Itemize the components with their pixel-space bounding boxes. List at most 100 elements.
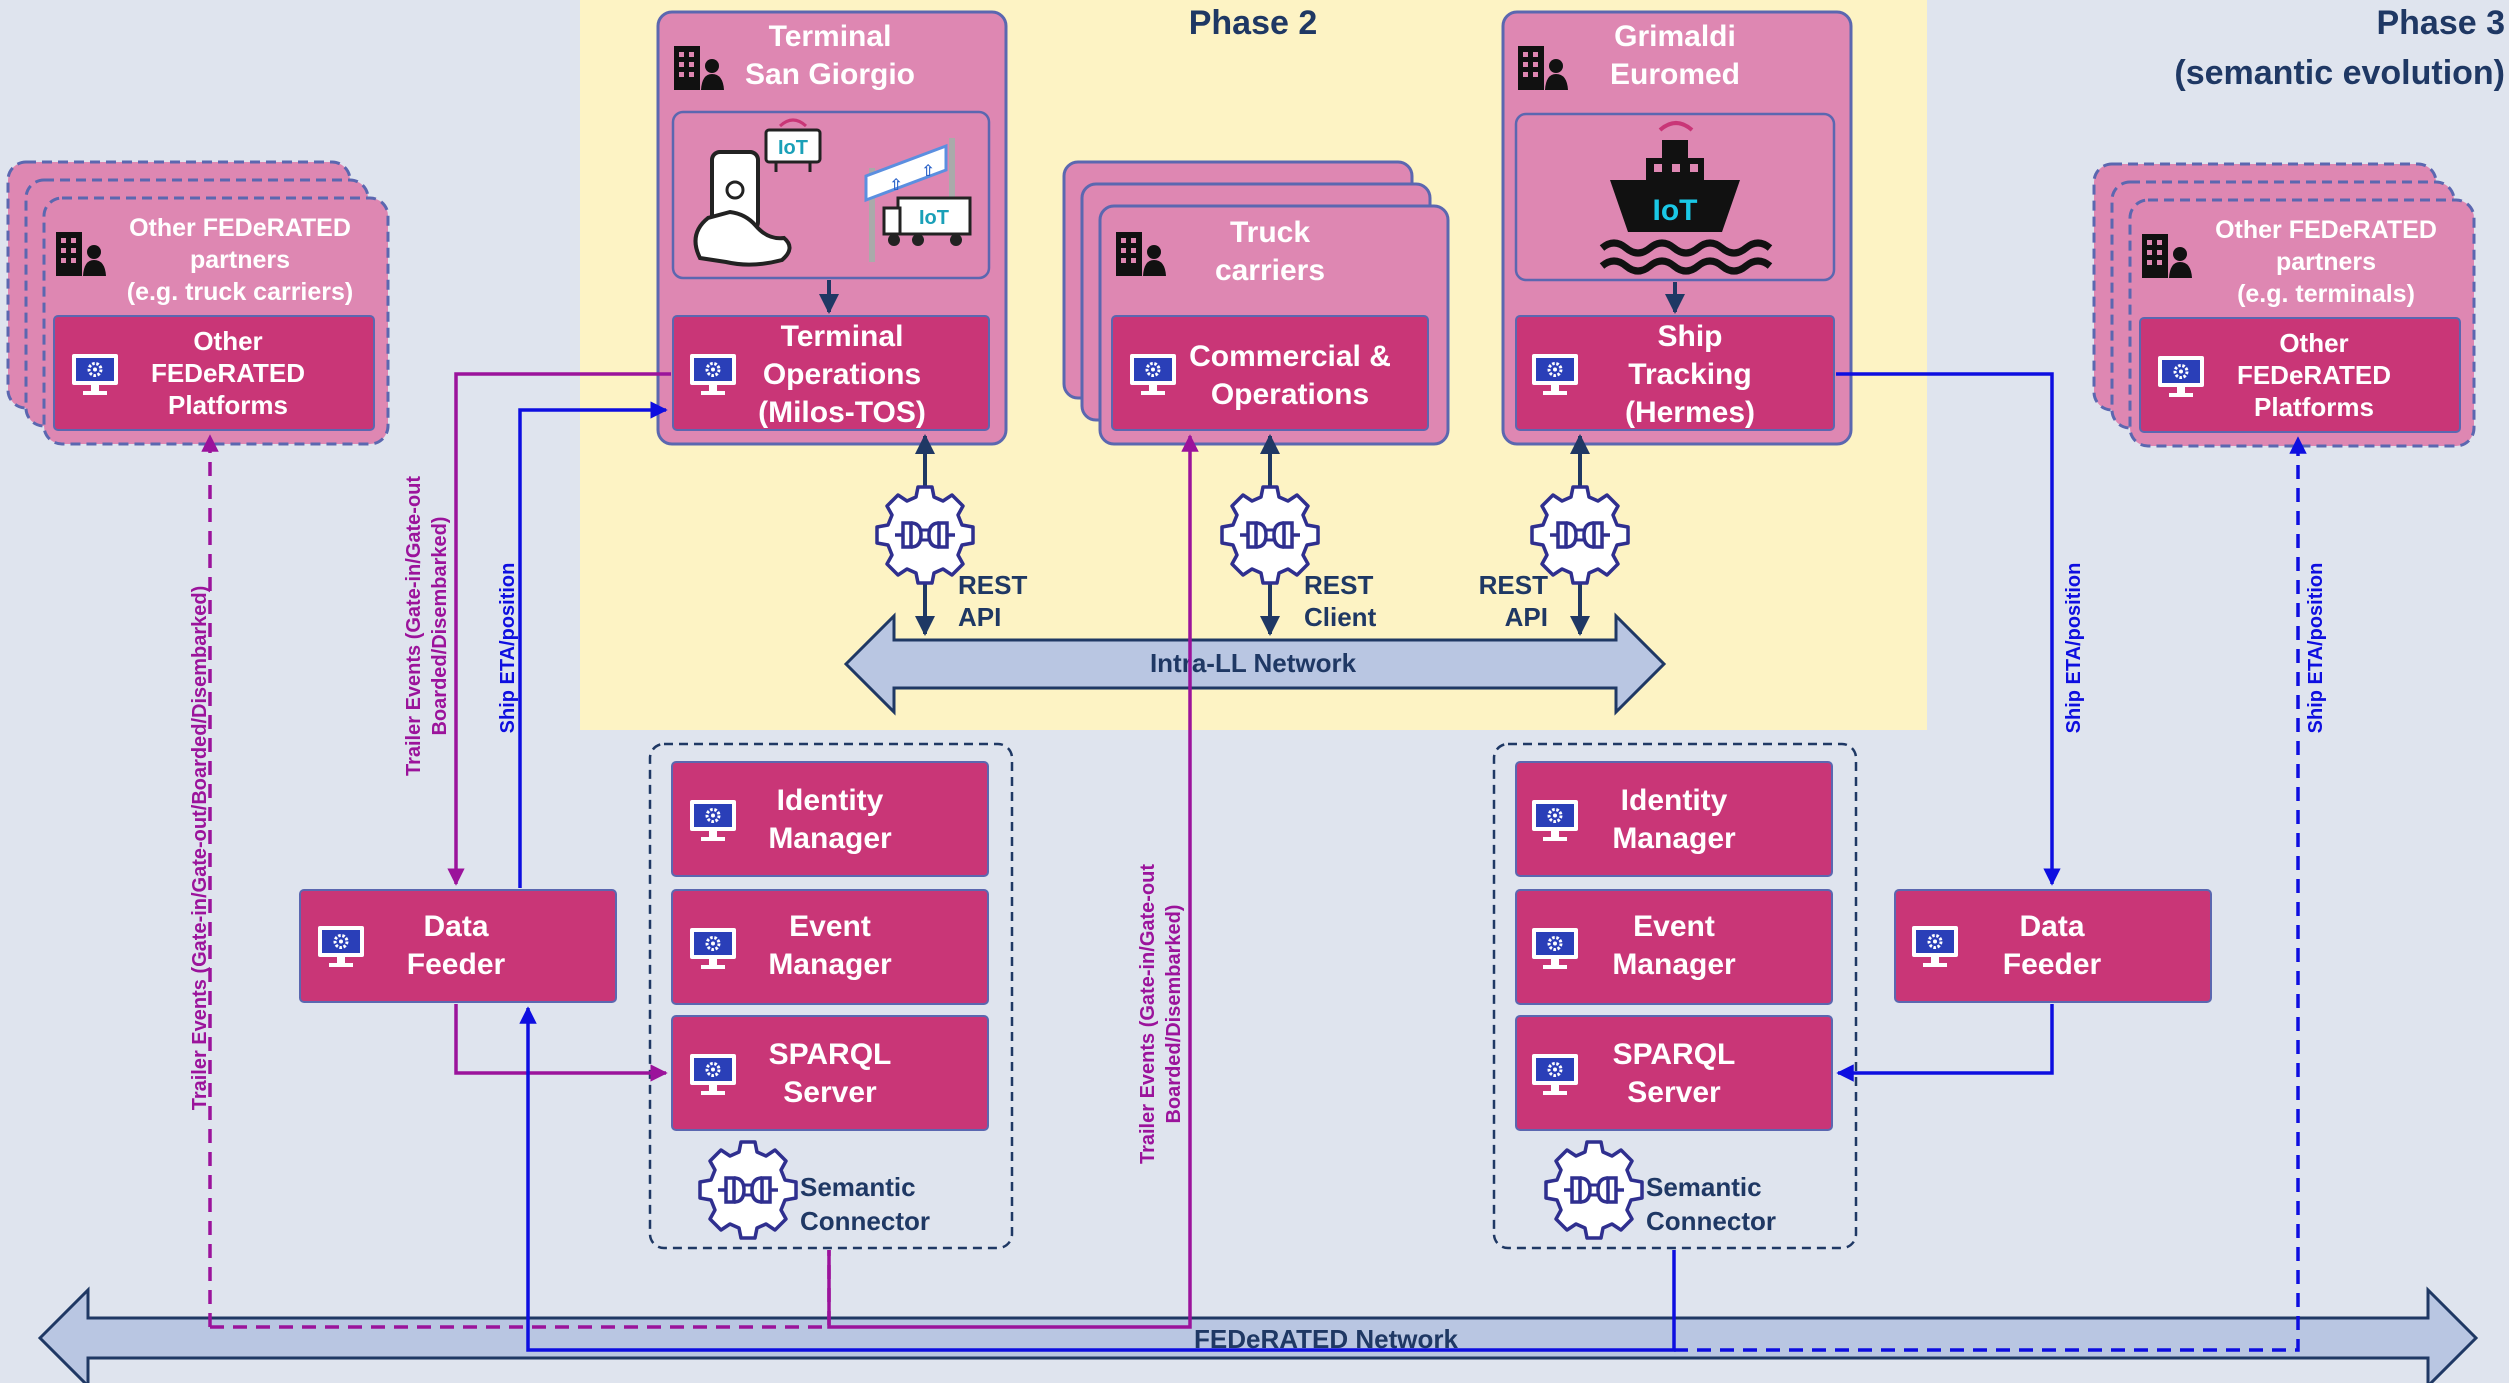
other-platforms-right[interactable] xyxy=(2139,317,2461,433)
federated-node-right: Identity Manager Event Manager SPARQL Se… xyxy=(1492,742,1858,1250)
other-partners-left: Other FEDeRATED partners (e.g. truck car… xyxy=(6,160,390,446)
feeder-left-line1: Data xyxy=(423,910,488,943)
federated-node-left: Identity Manager Event Manager SPARQL Se… xyxy=(648,742,1014,1250)
connector-right-line1: Semantic xyxy=(1646,1172,1762,1202)
connector-left-line2: Connector xyxy=(800,1206,930,1236)
sparql-right-line2: Server xyxy=(1627,1076,1721,1109)
other-left-line3: (e.g. truck carriers) xyxy=(127,278,354,306)
smartphone-hand-icon xyxy=(693,150,792,267)
phase3-title: Phase 3 xyxy=(2376,4,2505,42)
identity-right-line1: Identity xyxy=(1621,784,1728,817)
other-partners-right: Other FEDeRATED partners (e.g. terminals… xyxy=(2092,162,2476,448)
terminal-app-line2: Operations xyxy=(763,358,921,391)
grimaldi-euromed: Grimaldi Euromed IoT Ship Tracking (Herm… xyxy=(1501,10,1853,446)
data-feeder-left: Data Feeder xyxy=(299,889,617,1003)
identity-right-line2: Manager xyxy=(1612,822,1736,855)
phase3-subtitle: (semantic evolution) xyxy=(2174,54,2505,92)
phase2-title: Phase 2 xyxy=(1189,4,1318,42)
feeder-right-line1: Data xyxy=(2019,910,2084,943)
event-left-line1: Event xyxy=(789,910,871,943)
other-platforms-right-line2: FEDeRATED xyxy=(2237,360,2391,390)
other-platforms-left[interactable] xyxy=(53,315,375,431)
svg-text:⇧: ⇧ xyxy=(889,177,902,194)
other-left-line1: Other FEDeRATED xyxy=(129,214,351,242)
commercial-operations-box[interactable] xyxy=(1111,315,1429,431)
data-feeder-right: Data Feeder xyxy=(1894,889,2212,1003)
intra-network-label: Intra-LL Network xyxy=(1150,648,1357,678)
svg-text:IoT: IoT xyxy=(919,207,949,229)
other-right-line1: Other FEDeRATED xyxy=(2215,216,2437,244)
feeder-right-line2: Feeder xyxy=(2003,948,2102,981)
svg-text:⇧: ⇧ xyxy=(921,163,934,180)
truck-name-line2: carriers xyxy=(1215,254,1325,287)
terminal-name-line1: Terminal xyxy=(769,20,892,53)
identity-left-line1: Identity xyxy=(777,784,884,817)
truck-iot-icon: ⇧ ⇧ IoT xyxy=(864,138,972,262)
event-manager-left[interactable] xyxy=(671,889,989,1005)
api-right-line1: REST xyxy=(1479,570,1548,600)
intra-ll-network: Intra-LL Network xyxy=(843,612,1667,716)
ship-eta-right-label: Ship ETA/position xyxy=(2063,563,2085,734)
grimaldi-app-line3: (Hermes) xyxy=(1625,396,1755,429)
event-right-line1: Event xyxy=(1633,910,1715,943)
other-platforms-left-line1: Other xyxy=(193,326,262,356)
other-platforms-left-line2: FEDeRATED xyxy=(151,358,305,388)
connector-left-line1: Semantic xyxy=(800,1172,916,1202)
other-platforms-left-line3: Platforms xyxy=(168,390,288,420)
api-connectors: REST API REST Client REST API xyxy=(875,434,1630,636)
grimaldi-name-line1: Grimaldi xyxy=(1614,20,1736,53)
plug-gear-icon xyxy=(1530,485,1630,585)
api-right-line2: API xyxy=(1505,602,1548,632)
federated-network: FEDeRATED Network xyxy=(37,1286,2479,1383)
event-right-line2: Manager xyxy=(1612,948,1736,981)
svg-text:IoT: IoT xyxy=(1653,194,1698,227)
identity-left-line2: Manager xyxy=(768,822,892,855)
event-left-line2: Manager xyxy=(768,948,892,981)
other-platforms-right-line1: Other xyxy=(2279,328,2348,358)
api-mid-line2: Client xyxy=(1304,602,1377,632)
terminal-operations-box[interactable] xyxy=(672,315,990,431)
ship-eta-left-label: Ship ETA/position xyxy=(497,563,519,734)
api-mid-line1: REST xyxy=(1304,570,1373,600)
connector-right-line2: Connector xyxy=(1646,1206,1776,1236)
sparql-server-left[interactable] xyxy=(671,1015,989,1131)
trailer-events-a-line1: Trailer Events (Gate-in/Gate-out xyxy=(403,476,425,776)
feeder-left-line2: Feeder xyxy=(407,948,506,981)
other-right-line2: partners xyxy=(2276,248,2376,276)
ship-eta-far-right-label: Ship ETA/position xyxy=(2305,563,2327,734)
terminal-app-line3: (Milos-TOS) xyxy=(758,396,926,429)
plug-gear-icon xyxy=(1220,485,1320,585)
identity-manager-right[interactable] xyxy=(1515,761,1833,877)
ship-tracking-box[interactable] xyxy=(1515,315,1835,431)
event-manager-right[interactable] xyxy=(1515,889,1833,1005)
sparql-server-right[interactable] xyxy=(1515,1015,1833,1131)
grimaldi-name-line2: Euromed xyxy=(1610,58,1740,91)
other-right-line3: (e.g. terminals) xyxy=(2237,280,2415,308)
terminal-name-line2: San Giorgio xyxy=(745,58,915,91)
terminal-app-line1: Terminal xyxy=(781,320,904,353)
iot-device-icon: IoT xyxy=(764,118,822,172)
svg-text:IoT: IoT xyxy=(778,137,808,159)
trailer-events-far-left: Trailer Events (Gate-in/Gate-out/Boarded… xyxy=(189,586,211,1111)
sparql-left-line2: Server xyxy=(783,1076,877,1109)
sparql-right-line1: SPARQL xyxy=(1613,1038,1736,1071)
terminal-san-giorgio: Terminal San Giorgio IoT ⇧ ⇧ IoT xyxy=(656,10,1008,446)
data-feeder-left-box[interactable] xyxy=(299,889,617,1003)
other-platforms-right-line3: Platforms xyxy=(2254,392,2374,422)
flow-lines xyxy=(201,372,2307,1352)
api-left-line2: API xyxy=(958,602,1001,632)
plug-gear-icon xyxy=(875,485,975,585)
flow-labels: Trailer Events (Gate-in/Gate-out Boarded… xyxy=(189,476,2327,1164)
truck-app-line2: Operations xyxy=(1211,378,1369,411)
other-left-line2: partners xyxy=(190,246,290,274)
truck-carriers: Truck carriers Commercial & Operations xyxy=(1062,160,1450,446)
identity-manager-left[interactable] xyxy=(671,761,989,877)
sparql-left-line1: SPARQL xyxy=(769,1038,892,1071)
trailer-events-a-line2: Boarded/Disembarked) xyxy=(429,517,451,736)
plug-gear-icon xyxy=(698,1140,798,1240)
data-feeder-right-box[interactable] xyxy=(1894,889,2212,1003)
ship-iot-icon: IoT xyxy=(1599,121,1773,275)
trailer-events-mid-line2: Boarded/Disembarked) xyxy=(1163,905,1185,1124)
